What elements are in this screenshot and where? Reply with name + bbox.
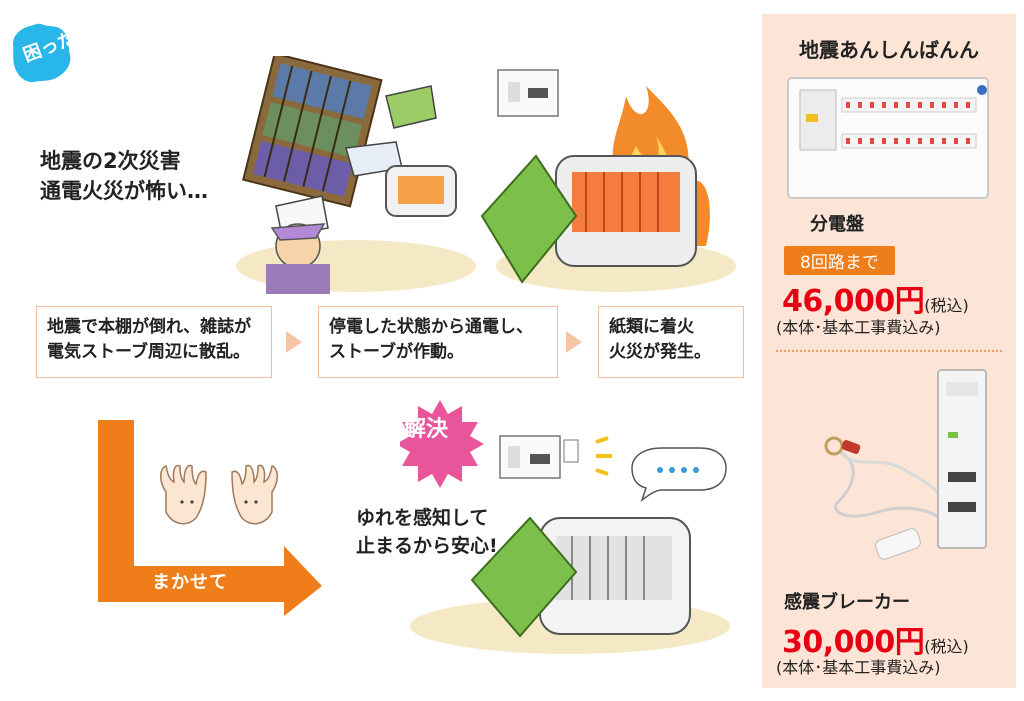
- step-arrow-icon: [566, 331, 582, 353]
- solve-badge-icon: [396, 400, 484, 488]
- distribution-board-image: [786, 76, 996, 206]
- step-3-line2: 火災が発生。: [609, 342, 711, 362]
- product2-price: 30,000円: [782, 625, 925, 660]
- product1-note: (本体･基本工事費込み): [776, 318, 941, 337]
- solution-line1: ゆれを感知して: [356, 507, 489, 529]
- solution-illustration: [396, 400, 730, 664]
- product2-tax: (税込): [924, 637, 969, 656]
- solve-badge-label: 解決: [404, 417, 449, 442]
- burning-magazine-icon: [480, 154, 578, 284]
- step-2-box: 停電した状態から通電し、 ストーブが作動。: [318, 306, 558, 378]
- product2-name: 感震ブレーカー: [784, 592, 910, 613]
- product1-name: 分電盤: [810, 214, 864, 235]
- product1-price-row: 46,000円(税込): [782, 276, 969, 320]
- hands-icon: [160, 464, 278, 525]
- panel-divider: [776, 350, 1002, 352]
- circuit-count-tag: 8回路まで: [784, 246, 895, 275]
- bookshelf-icon: [242, 52, 383, 208]
- step-1-line2: 電気ストーブ周辺に散乱。: [47, 342, 250, 362]
- step-1-line1: 地震で本棚が倒れ、雑誌が: [47, 317, 252, 337]
- makasete-label: まかせて: [152, 572, 228, 593]
- product-panel: 地震あんしんばんん 分電盤 8回路まで 46,000円(税込) (本体･基本工事…: [762, 14, 1016, 688]
- headline: 地震の2次災害 通電火災が怖い…: [40, 146, 208, 206]
- product2-note: (本体･基本工事費込み): [776, 658, 941, 677]
- product1-tax: (税込): [924, 296, 969, 315]
- heater-off-icon: [539, 517, 691, 635]
- step-3-box: 紙類に着火 火災が発生。: [598, 306, 744, 378]
- heater-large-icon: [555, 155, 697, 267]
- step-arrow-icon: [286, 331, 302, 353]
- step-3-line1: 紙類に着火: [609, 317, 694, 337]
- magazine-icon: [385, 85, 437, 129]
- makasete-arrow-icon: [96, 420, 326, 624]
- speech-bubble-icon: [631, 447, 727, 503]
- headline-line2: 通電火災が怖い…: [40, 179, 208, 203]
- panel-title: 地震あんしんばんん: [799, 38, 979, 62]
- step-1-box: 地震で本棚が倒れ、雑誌が 電気ストーブ周辺に散乱。: [36, 306, 272, 378]
- magazine-icon: [470, 516, 578, 638]
- solution-text: ゆれを感知して 止まるから安心!: [356, 504, 498, 560]
- headline-line1: 地震の2次災害: [40, 149, 181, 173]
- product1-price: 46,000円: [782, 284, 925, 319]
- scared-person-icon: [266, 223, 330, 294]
- step-2-line1: 停電した状態から通電し、: [329, 317, 533, 337]
- heater-small-icon: [385, 165, 457, 217]
- earthquake-fire-illustration: [236, 52, 736, 300]
- step-2-line2: ストーブが作動。: [329, 342, 464, 362]
- komatta-badge: 困った: [10, 22, 79, 84]
- product2-price-row: 30,000円(税込): [782, 617, 969, 661]
- seismic-breaker-image: [818, 362, 1008, 576]
- solution-line2: 止まるから安心!: [356, 535, 498, 557]
